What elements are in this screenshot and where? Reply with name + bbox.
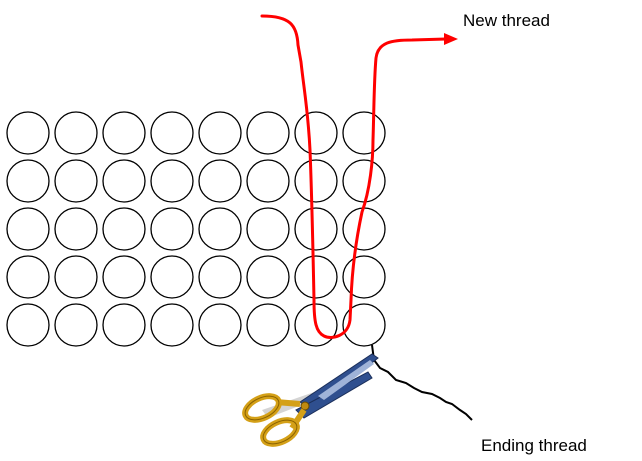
- bead-2-3: [102, 159, 146, 203]
- bead-3-7: [294, 207, 338, 251]
- bead-3-8: [342, 207, 386, 251]
- bead-1-8: [342, 111, 386, 155]
- bead-3-6: [246, 207, 290, 251]
- bead-1-4: [150, 111, 194, 155]
- bead-3-5: [198, 207, 242, 251]
- scissors-icon: [242, 353, 379, 447]
- bead-1-2: [54, 111, 98, 155]
- bead-4-4: [150, 255, 194, 299]
- bead-3-1: [6, 207, 50, 251]
- bead-4-2: [54, 255, 98, 299]
- bead-5-2: [54, 303, 98, 347]
- bead-1-7: [294, 111, 338, 155]
- bead-3-3: [102, 207, 146, 251]
- bead-5-8: [342, 303, 386, 347]
- new-thread-line: [260, 14, 448, 339]
- bead-4-6: [246, 255, 290, 299]
- bead-4-3: [102, 255, 146, 299]
- bead-4-8: [342, 255, 386, 299]
- bead-1-6: [246, 111, 290, 155]
- bead-2-4: [150, 159, 194, 203]
- bead-1-5: [198, 111, 242, 155]
- arrowhead-icon: [444, 33, 458, 45]
- bead-2-7: [294, 159, 338, 203]
- bead-5-4: [150, 303, 194, 347]
- bead-5-3: [102, 303, 146, 347]
- bead-2-6: [246, 159, 290, 203]
- bead-1-3: [102, 111, 146, 155]
- bead-2-1: [6, 159, 50, 203]
- bead-2-8: [342, 159, 386, 203]
- bead-2-2: [54, 159, 98, 203]
- bead-1-1: [6, 111, 50, 155]
- bead-5-6: [246, 303, 290, 347]
- new-thread-label: New thread: [463, 11, 550, 30]
- bead-3-4: [150, 207, 194, 251]
- ending-thread-label: Ending thread: [481, 436, 587, 455]
- bead-4-1: [6, 255, 50, 299]
- bead-4-7: [294, 255, 338, 299]
- bead-5-5: [198, 303, 242, 347]
- ending-thread-line: [371, 344, 473, 421]
- bead-2-5: [198, 159, 242, 203]
- bead-grid: [6, 111, 386, 347]
- bead-3-2: [54, 207, 98, 251]
- bead-4-5: [198, 255, 242, 299]
- bead-5-1: [6, 303, 50, 347]
